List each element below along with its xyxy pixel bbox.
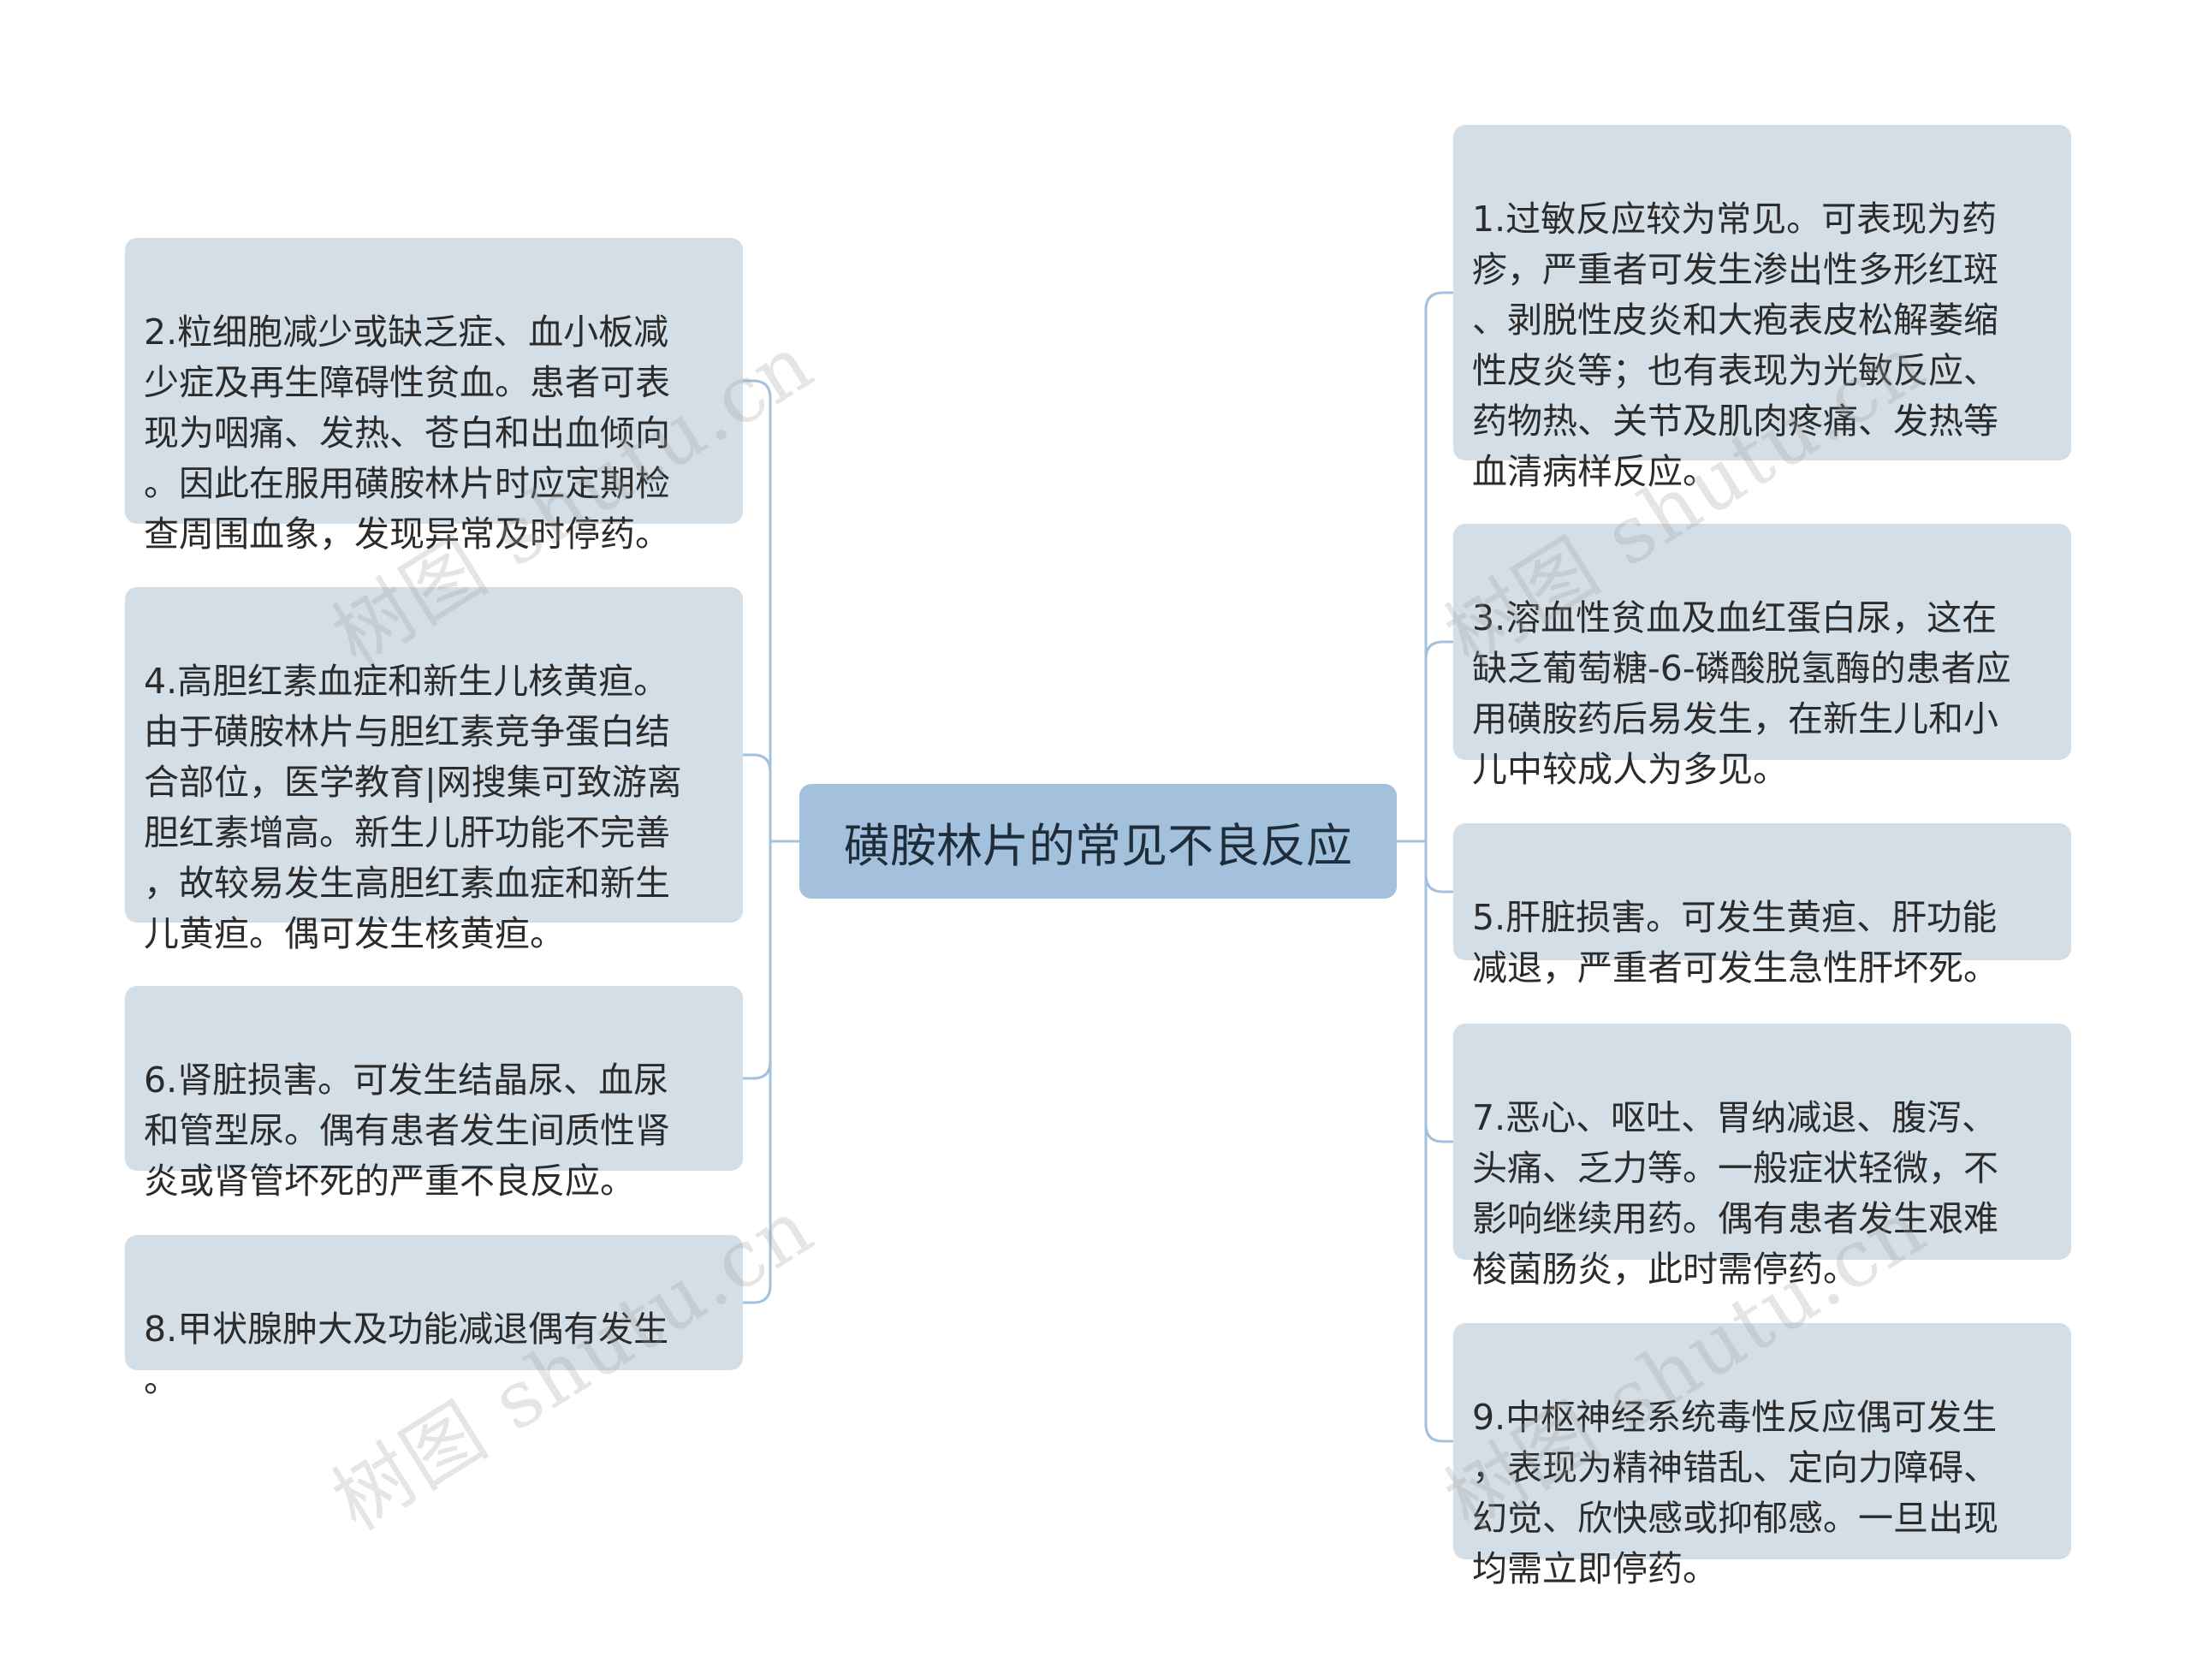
branch-node-right-4[interactable]: 7.恶心、呕吐、胃纳减退、腹泻、 头痛、乏力等。一般症状轻微，不 影响继续用药。… — [1453, 1024, 2071, 1290]
branch-node-right-5[interactable]: 9.中枢神经系统毒性反应偶可发生 ，表现为精神错乱、定向力障碍、 幻觉、欣快感或… — [1453, 1323, 2071, 1589]
branch-text: 6.肾脏损害。可发生结晶尿、血尿 和管型尿。偶有患者发生间质性肾 炎或肾管坏死的… — [144, 1060, 670, 1202]
branch-text: 2.粒细胞减少或缺乏症、血小板减 少症及再生障碍性贫血。患者可表 现为咽痛、发热… — [144, 312, 670, 555]
branch-text: 1.过敏反应较为常见。可表现为药 疹，严重者可发生渗出性多形红斑 、剥脱性皮炎和… — [1472, 199, 1998, 492]
branch-node-left-3[interactable]: 6.肾脏损害。可发生结晶尿、血尿 和管型尿。偶有患者发生间质性肾 炎或肾管坏死的… — [125, 986, 743, 1202]
branch-text: 7.恶心、呕吐、胃纳减退、腹泻、 头痛、乏力等。一般症状轻微，不 影响继续用药。… — [1472, 1097, 1998, 1290]
branch-node-left-1[interactable]: 2.粒细胞减少或缺乏症、血小板减 少症及再生障碍性贫血。患者可表 现为咽痛、发热… — [125, 238, 743, 555]
branch-text: 9.中枢神经系统毒性反应偶可发生 ，表现为精神错乱、定向力障碍、 幻觉、欣快感或… — [1472, 1397, 1998, 1589]
connector-branch — [743, 1285, 772, 1304]
root-topic-label: 磺胺林片的常见不良反应 — [844, 818, 1352, 873]
branch-text: 8.甲状腺肿大及功能减退偶有发生 。 — [144, 1309, 669, 1400]
connector-branch — [1424, 291, 1453, 311]
connector-branch — [1424, 874, 1453, 893]
branch-text: 3.溶血性贫血及血红蛋白尿，这在 缺乏葡萄糖-6-磷酸脱氢酶的患者应 用磺胺药后… — [1472, 597, 2011, 790]
connector-branch — [743, 379, 772, 399]
connector-branch — [743, 1060, 772, 1080]
connector-branch — [743, 753, 772, 773]
branch-text: 4.高胆红素血症和新生儿核黄疸。 由于磺胺林片与胆红素竞争蛋白结 合部位，医学教… — [144, 661, 682, 954]
branch-node-right-2[interactable]: 3.溶血性贫血及血红蛋白尿，这在 缺乏葡萄糖-6-磷酸脱氢酶的患者应 用磺胺药后… — [1453, 524, 2071, 790]
branch-node-left-4[interactable]: 8.甲状腺肿大及功能减退偶有发生 。 — [125, 1235, 743, 1400]
branch-node-right-1[interactable]: 1.过敏反应较为常见。可表现为药 疹，严重者可发生渗出性多形红斑 、剥脱性皮炎和… — [1453, 125, 2071, 492]
connector-branch — [1424, 1423, 1453, 1443]
branch-node-left-2[interactable]: 4.高胆红素血症和新生儿核黄疸。 由于磺胺林片与胆红素竞争蛋白结 合部位，医学教… — [125, 587, 743, 954]
branch-node-right-3[interactable]: 5.肝脏损害。可发生黄疸、肝功能 减退，严重者可发生急性肝坏死。 — [1453, 823, 2071, 988]
connector-branch — [1424, 1124, 1453, 1143]
root-topic[interactable]: 磺胺林片的常见不良反应 — [799, 784, 1397, 899]
branch-text: 5.肝脏损害。可发生黄疸、肝功能 减退，严重者可发生急性肝坏死。 — [1472, 897, 1998, 988]
connector-branch — [1424, 640, 1453, 660]
